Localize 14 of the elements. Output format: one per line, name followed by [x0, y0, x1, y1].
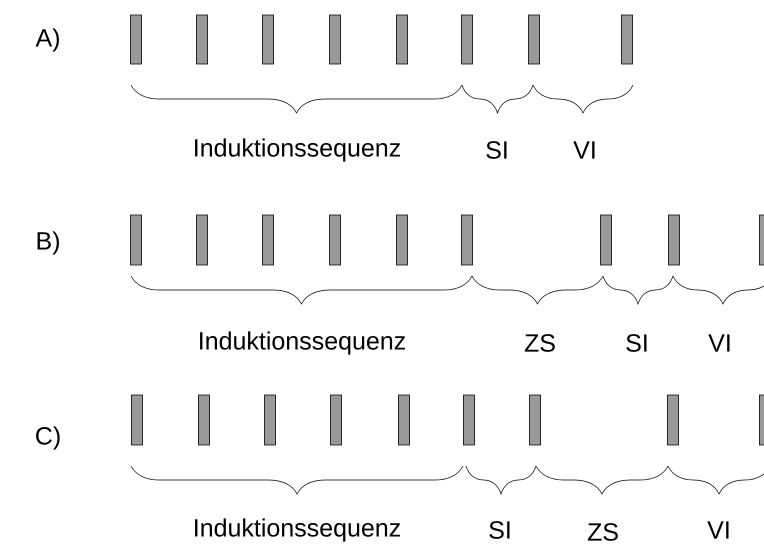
- segment-label: Induktionssequenz: [195, 138, 400, 162]
- segment-label: Induktionssequenz: [200, 331, 405, 355]
- segment-label: ZS: [524, 334, 555, 352]
- segment-label: SI: [626, 334, 646, 352]
- segment-label: Induktionssequenz: [195, 518, 400, 542]
- row-label: C): [36, 426, 60, 450]
- segment-label: SI: [486, 141, 506, 159]
- row-label: A): [36, 28, 59, 52]
- row-label: B): [38, 231, 59, 255]
- segment-label: SI: [489, 521, 510, 539]
- segment-label: VI: [707, 521, 728, 539]
- segment-label: ZS: [588, 523, 618, 541]
- segment-label: VI: [573, 141, 594, 159]
- segment-label: VI: [708, 334, 730, 352]
